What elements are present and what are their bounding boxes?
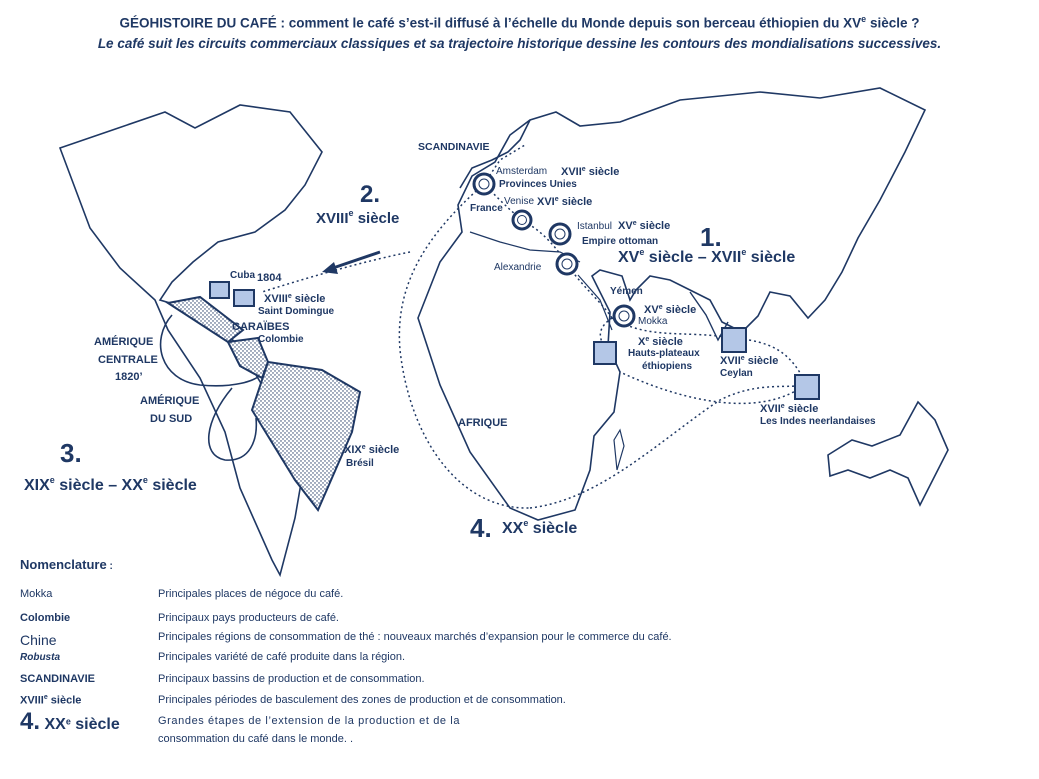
- label-ceylan: Ceylan: [720, 368, 753, 379]
- stage-2-period: XVIIIe siècle: [316, 208, 399, 227]
- label-provinces-unies: Provinces Unies: [499, 179, 577, 190]
- south-america-loop: [207, 387, 258, 461]
- label-venise-century: XVIe siècle: [537, 196, 592, 208]
- label-amsterdam: Amsterdam: [496, 166, 547, 177]
- label-mokka-century: XVe siècle: [644, 304, 696, 316]
- label-bresil-century: XIXe siècle: [344, 444, 399, 456]
- legend-value-chine: Principales régions de consommation de t…: [158, 631, 672, 643]
- legend-value-colombie: Principaux pays producteurs de café.: [158, 612, 339, 624]
- label-ethiopiens: éthiopiens: [642, 361, 692, 372]
- label-amerique-sud-2: DU SUD: [150, 413, 192, 425]
- label-saint-domingue-century: XVIIIe siècle: [264, 293, 325, 305]
- legend-value-scandinavie: Principaux bassins de production et de c…: [158, 673, 425, 685]
- label-yemen: Yémen: [610, 286, 643, 297]
- legend-key-stage: 4. XXe siècle: [20, 708, 120, 735]
- zone-bresil: [250, 360, 362, 512]
- label-1820: 1820’: [115, 371, 143, 383]
- central-america-loop: [159, 314, 263, 387]
- square-indes: [794, 374, 820, 400]
- legend-key-chine: Chine: [20, 632, 57, 648]
- route-indes: [611, 317, 807, 405]
- label-1804: 1804: [257, 272, 282, 284]
- label-afrique: AFRIQUE: [458, 417, 508, 429]
- legend-value-mokka: Principales places de négoce du café.: [158, 588, 344, 600]
- legend-key-colombie: Colombie: [20, 612, 71, 624]
- zone-amerique-centrale: [165, 295, 245, 344]
- label-empire-ottoman: Empire ottoman: [582, 236, 658, 247]
- stage-1-period: XVe siècle – XVIIe siècle: [618, 247, 795, 266]
- place-amsterdam-circle: [472, 172, 496, 196]
- legend-key-mokka: Mokka: [20, 588, 53, 600]
- label-ceylan-century: XVIIe siècle: [720, 355, 778, 367]
- place-mokka-circle: [612, 304, 636, 328]
- stage-4-period: XXe siècle: [502, 518, 577, 537]
- label-bresil: Brésil: [346, 458, 374, 469]
- place-venise-circle: [511, 209, 533, 231]
- place-istanbul-circle: [548, 222, 572, 246]
- arrow-stage-2: [332, 250, 381, 270]
- eurasia-africa-outline: [417, 87, 927, 521]
- square-cuba: [209, 281, 230, 299]
- legend-value-stage: Grandes étapes de l’extension de la prod…: [158, 715, 461, 727]
- route-xx-atlantic: [398, 183, 531, 509]
- square-ceylan: [721, 327, 747, 353]
- label-ethiopie-century: Xe siècle: [638, 336, 683, 348]
- legend-value-stage-2: consommation du café dans le monde. .: [158, 733, 354, 745]
- label-hauts-plateaux: Hauts-plateaux: [628, 348, 700, 359]
- page-title: GÉOHISTOIRE DU CAFÉ : comment le café s’…: [119, 14, 920, 31]
- label-mokka: Mokka: [638, 316, 668, 327]
- stage-1-number: 1.: [700, 222, 722, 252]
- arrow-head: [322, 262, 338, 274]
- stage-2-number: 2.: [360, 181, 380, 208]
- scandinavia-outline: [459, 119, 531, 189]
- madagascar-outline: [613, 428, 625, 471]
- square-ethiopie: [593, 341, 617, 365]
- label-cuba: Cuba: [230, 270, 255, 281]
- legend-title: Nomenclature :: [20, 557, 113, 572]
- oceania-outline: [827, 400, 949, 507]
- label-istanbul-century: XVe siècle: [618, 220, 670, 232]
- stage-3-period: XIXe siècle – XXe siècle: [24, 475, 197, 494]
- red-sea-outline: [577, 274, 613, 331]
- label-saint-domingue: Saint Domingue: [258, 306, 335, 317]
- stage-4-number: 4.: [470, 513, 492, 543]
- legend-key-robusta: Robusta: [20, 652, 60, 663]
- label-amsterdam-century: XVIIe siècle: [561, 166, 619, 178]
- legend-value-robusta: Principales variété de café produite dan…: [158, 651, 406, 663]
- label-france: France: [470, 203, 503, 214]
- label-scandinavie: SCANDINAVIE: [418, 141, 490, 153]
- route-xv-xvii: [483, 183, 613, 319]
- legend-key-siecle: XVIIIe siècle: [20, 694, 82, 707]
- legend-value-siecle: Principales périodes de basculement des …: [158, 694, 566, 706]
- label-colombie: Colombie: [258, 334, 304, 345]
- legend-key-scandinavie: SCANDINAVIE: [20, 673, 95, 685]
- label-venise: Venise: [504, 196, 534, 207]
- stage-3-number: 3.: [60, 438, 82, 468]
- label-alexandrie: Alexandrie: [494, 262, 542, 273]
- square-saint-domingue: [233, 289, 255, 307]
- label-amerique-centrale-1: AMÉRIQUE: [94, 335, 153, 348]
- label-amerique-centrale-2: CENTRALE: [98, 354, 158, 366]
- label-istanbul: Istanbul: [577, 221, 612, 232]
- place-alexandrie-circle: [555, 252, 579, 276]
- label-indes-century: XVIIe siècle: [760, 403, 818, 415]
- label-indes: Les Indes neerlandaises: [760, 416, 876, 427]
- label-amerique-sud-1: AMÉRIQUE: [140, 394, 199, 407]
- page-subtitle: Le café suit les circuits commerciaux cl…: [97, 36, 942, 51]
- label-caraibes: CARAÏBES: [232, 320, 289, 333]
